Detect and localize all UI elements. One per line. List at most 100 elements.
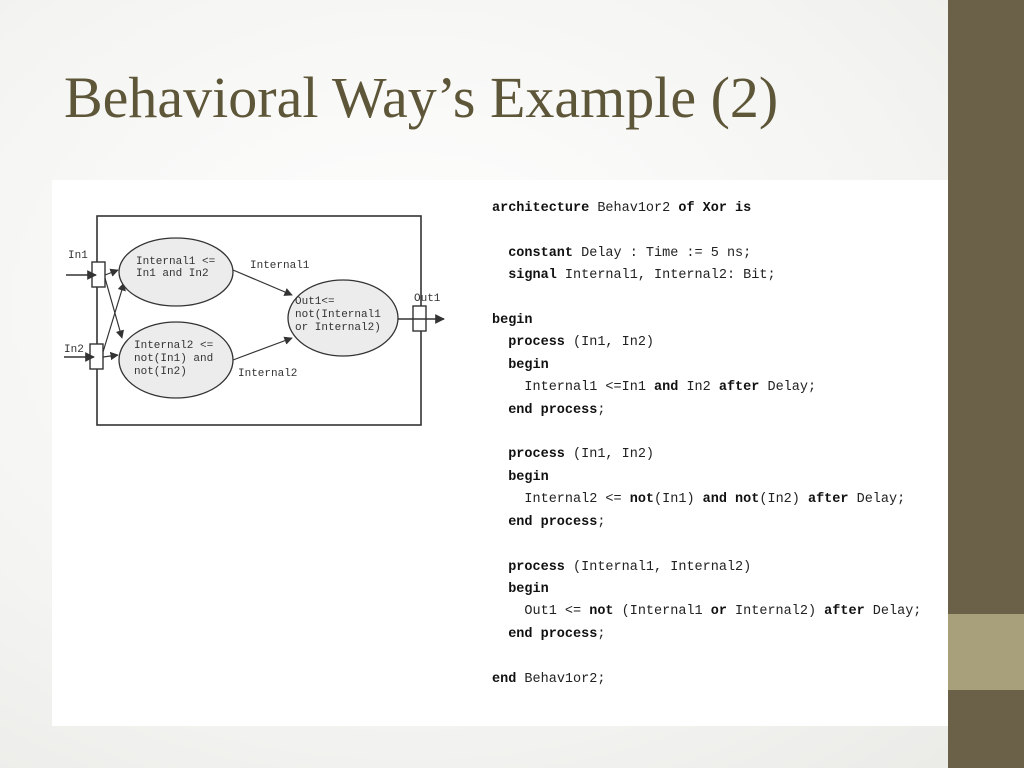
port-label-out1: Out1 <box>414 293 441 305</box>
port-label-in1: In1 <box>68 250 88 262</box>
internal1-arrow <box>232 269 293 296</box>
process3-text-line2: not(Internal1 <box>295 309 381 321</box>
code-text: Behav1or2 <box>589 201 679 216</box>
code-line: begin <box>492 579 942 601</box>
code-line <box>492 422 942 444</box>
code-line <box>492 534 942 556</box>
code-line: end process; <box>492 512 942 534</box>
code-keyword: architecture <box>492 201 590 216</box>
code-line: signal Internal1, Internal2: Bit; <box>492 265 942 287</box>
code-keyword: begin <box>508 581 549 597</box>
code-line: end process; <box>492 400 942 422</box>
code-text: Internal1 <=In1 <box>492 380 655 396</box>
xor-diagram: In1 In2 Out1 Internal1 <= In1 and In2 In… <box>64 215 445 426</box>
code-text <box>492 470 508 485</box>
code-text <box>492 268 508 283</box>
code-text: (In2) <box>759 492 808 508</box>
code-text: ; <box>597 626 606 642</box>
code-line: constant Delay : Time := 5 ns; <box>492 243 942 265</box>
code-text: Internal2) <box>726 604 825 620</box>
code-text <box>492 447 508 462</box>
code-keyword: begin <box>492 313 533 329</box>
code-line: Internal2 <= not(In1) and not(In2) after… <box>492 489 942 511</box>
code-text: (In1) <box>654 492 703 508</box>
code-text: (Internal1, Internal2) <box>564 559 752 575</box>
code-text <box>492 515 508 530</box>
code-text: Delay; <box>864 604 922 620</box>
code-keyword: end process <box>508 402 598 418</box>
code-line: end Behav1or2; <box>492 669 942 691</box>
in1-to-process1 <box>104 268 119 277</box>
code-text <box>492 246 508 261</box>
code-text: (In1, In2) <box>564 447 655 463</box>
code-line: process (In1, In2) <box>492 332 942 354</box>
process3-ellipse <box>287 279 399 357</box>
code-text: Delay : Time := 5 ns; <box>573 245 752 261</box>
code-text <box>492 627 508 642</box>
internal2-arrow <box>232 336 293 361</box>
code-line: begin <box>492 355 942 377</box>
code-line: process (Internal1, Internal2) <box>492 557 942 579</box>
code-text: (In1, In2) <box>564 335 655 351</box>
code-line: process (In1, In2) <box>492 444 942 466</box>
code-keyword: after <box>718 380 760 396</box>
code-keyword: constant <box>508 245 574 261</box>
process2-text-line3: not(In2) <box>134 366 187 378</box>
code-text <box>492 335 508 350</box>
code-keyword: of Xor is <box>678 201 752 216</box>
code-line <box>492 220 942 242</box>
code-text <box>492 560 508 575</box>
code-text <box>492 403 508 418</box>
code-keyword: end process <box>508 514 598 530</box>
code-keyword: not <box>629 492 655 508</box>
code-keyword: begin <box>508 357 549 373</box>
vhdl-code-listing: architecture Behav1or2 of Xor is constan… <box>492 198 942 691</box>
code-line: Internal1 <=In1 and In2 after Delay; <box>492 377 942 399</box>
code-text: In2 <box>678 380 719 396</box>
code-keyword: and <box>654 380 679 396</box>
code-keyword: begin <box>508 469 549 485</box>
code-text: Internal2 <= <box>492 492 630 508</box>
code-keyword: end process <box>508 626 598 642</box>
sidebar-accent-block <box>948 614 1024 690</box>
code-text: Behav1or2; <box>516 671 606 687</box>
process2-text-line2: not(In1) and <box>134 353 213 365</box>
code-line <box>492 288 942 310</box>
code-keyword: or <box>710 604 727 620</box>
code-line <box>492 646 942 668</box>
process3-text-line3: or Internal2) <box>295 322 381 334</box>
code-text: Delay; <box>759 380 817 396</box>
code-keyword: signal <box>508 268 557 284</box>
port-label-in2: In2 <box>64 344 84 356</box>
in2-to-process2 <box>102 351 119 361</box>
code-keyword: process <box>508 447 565 463</box>
code-text: Delay; <box>848 492 906 508</box>
process2-text-line1: Internal2 <= <box>134 340 213 352</box>
process3-text-line1: Out1<= <box>295 296 335 308</box>
code-line: end process; <box>492 624 942 646</box>
code-keyword: after <box>807 492 849 508</box>
in1-to-process2 <box>104 277 124 339</box>
process2-ellipse <box>118 321 234 399</box>
code-line: Out1 <= not (Internal1 or Internal2) aft… <box>492 601 942 623</box>
process1-text-line1: Internal1 <= <box>136 256 215 268</box>
signal-label-internal1: Internal1 <box>250 260 310 272</box>
process1-text-line2: In1 and In2 <box>136 268 209 280</box>
process1-ellipse <box>118 237 234 307</box>
code-keyword: and not <box>702 492 760 508</box>
content-panel: In1 In2 Out1 Internal1 <= In1 and In2 In… <box>52 180 948 726</box>
code-line: begin <box>492 467 942 489</box>
code-text: Internal1, Internal2: Bit; <box>556 268 776 284</box>
code-text: (Internal1 <box>613 604 711 620</box>
code-text <box>492 582 508 597</box>
code-keyword: end <box>492 671 517 687</box>
in2-to-process1 <box>102 282 126 353</box>
code-keyword: process <box>508 335 565 351</box>
code-line: begin <box>492 310 942 332</box>
code-text: ; <box>597 514 606 530</box>
code-text <box>492 358 508 373</box>
code-line: architecture Behav1or2 of Xor is <box>492 198 942 220</box>
code-keyword: process <box>508 559 565 575</box>
code-keyword: not <box>589 604 614 620</box>
code-keyword: after <box>824 604 865 620</box>
